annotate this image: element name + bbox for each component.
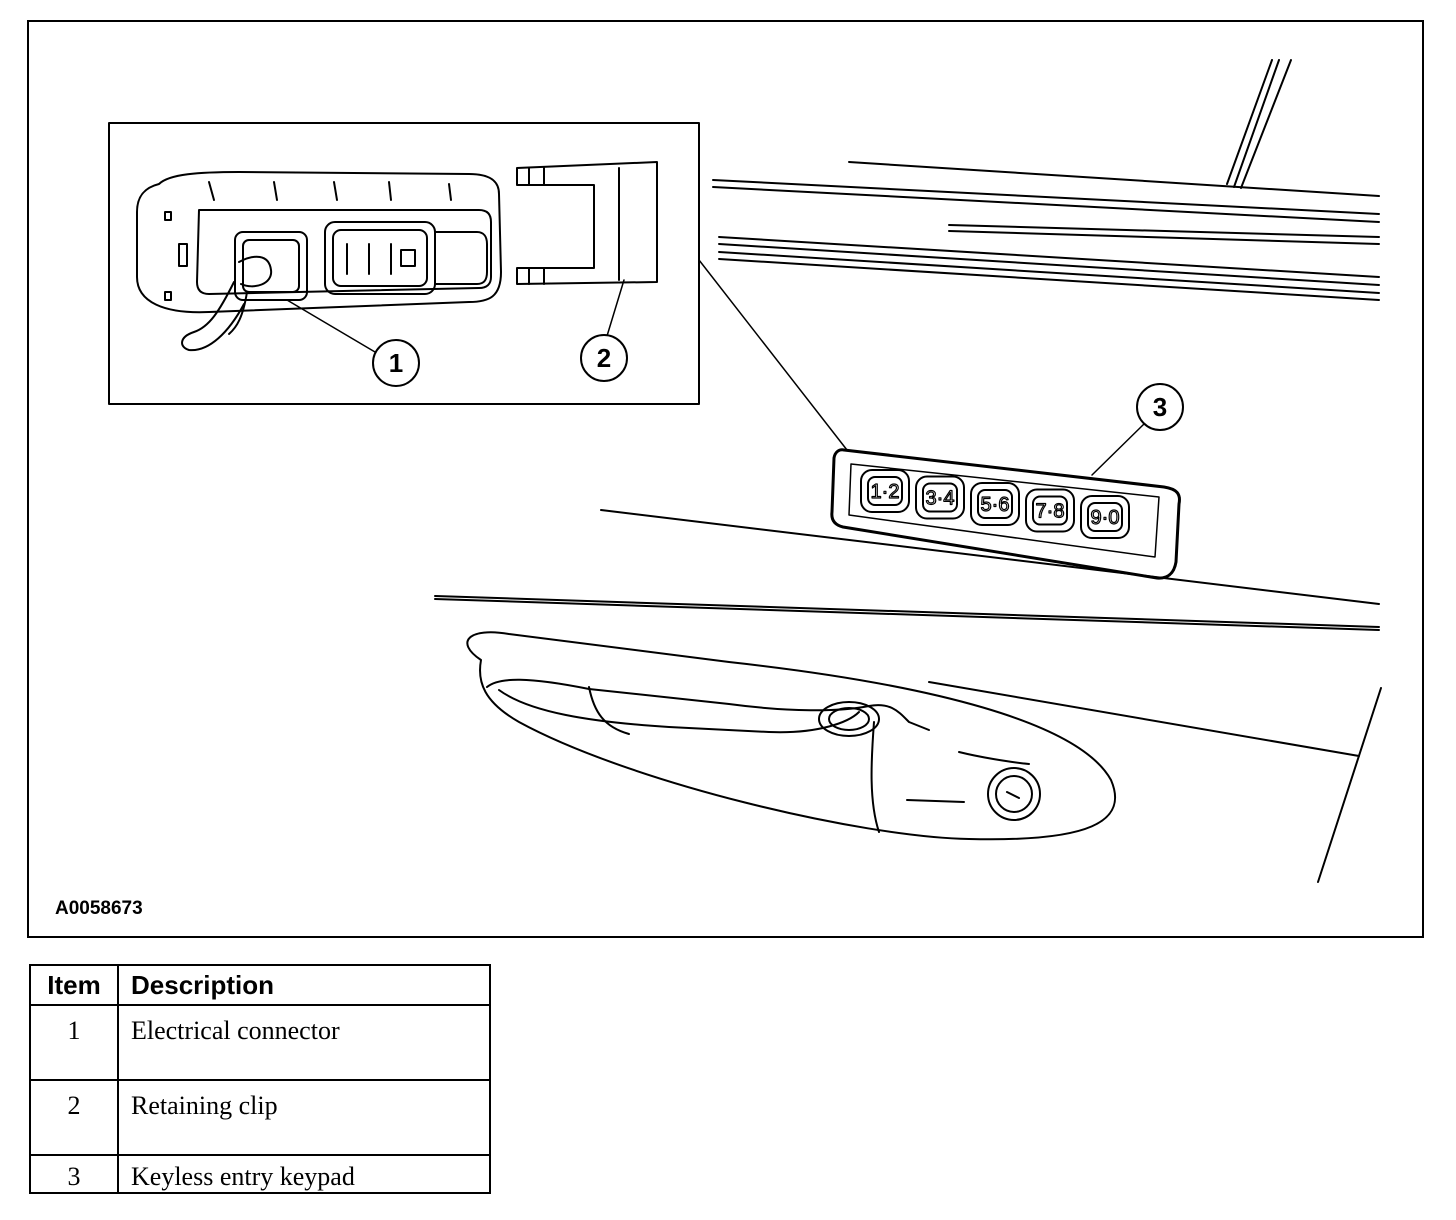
keypad-button: 9·0 xyxy=(1080,495,1130,539)
legend-row: 2 Retaining clip xyxy=(29,1079,491,1156)
callout-1: 1 xyxy=(286,299,420,387)
keyless-entry-keypad xyxy=(830,448,1181,580)
keypad-button-outline xyxy=(1025,488,1075,533)
keypad-button-label: 5·6 xyxy=(981,494,1010,516)
legend-table: Item Description 1 Electrical connector … xyxy=(29,964,491,1194)
keypad-button-label: 3·4 xyxy=(926,488,955,510)
keypad-button: 3·4 xyxy=(915,475,965,520)
keypad-button-outline xyxy=(1080,495,1130,539)
item-description: Retaining clip xyxy=(117,1079,491,1156)
keypad-button-label: 1·2 xyxy=(871,481,900,503)
legend-row: 3 Keyless entry keypad xyxy=(29,1154,491,1194)
svg-text:2: 2 xyxy=(597,343,611,373)
item-number: 2 xyxy=(29,1079,119,1156)
svg-text:1: 1 xyxy=(389,348,403,378)
keypad-button-face xyxy=(977,489,1013,519)
keypad-button-face xyxy=(1087,502,1123,532)
item-description: Keyless entry keypad xyxy=(117,1154,491,1194)
keypad-button-face xyxy=(1032,495,1068,526)
description-column-header: Description xyxy=(117,964,491,1006)
connector-housing xyxy=(136,171,502,314)
electrical-connector xyxy=(181,231,308,352)
detail-inset xyxy=(108,122,848,451)
door-handle xyxy=(466,631,1117,841)
legend-row: 1 Electrical connector xyxy=(29,1004,491,1081)
figure-frame: 1·2 3·4 5·6 7·8 9·0 xyxy=(27,20,1424,938)
legend-header-row: Item Description xyxy=(29,964,491,1006)
item-column-header: Item xyxy=(29,964,119,1006)
keypad-button: 1·2 xyxy=(860,469,910,513)
keypad-button: 7·8 xyxy=(1025,488,1075,533)
item-description: Electrical connector xyxy=(117,1004,491,1081)
figure-id: A0058673 xyxy=(55,898,143,919)
keypad-button-outline xyxy=(970,482,1020,526)
item-number: 3 xyxy=(29,1154,119,1194)
keypad-button: 5·6 xyxy=(970,482,1020,526)
item-number: 1 xyxy=(29,1004,119,1081)
keypad-buttons: 1·2 3·4 5·6 7·8 9·0 xyxy=(860,469,1130,539)
retaining-clip xyxy=(516,161,658,285)
keypad-button-face xyxy=(922,482,958,513)
keypad-button-outline xyxy=(915,475,965,520)
callout-2: 2 xyxy=(580,279,628,382)
mating-connector xyxy=(324,221,488,295)
keypad-button-label: 7·8 xyxy=(1036,501,1065,523)
illustration: 1·2 3·4 5·6 7·8 9·0 xyxy=(108,59,1382,883)
callout-3: 3 xyxy=(1091,383,1184,476)
door-body-lines xyxy=(434,59,1382,883)
keypad-button-outline xyxy=(860,469,910,513)
keypad-button-face xyxy=(867,476,903,506)
svg-text:3: 3 xyxy=(1153,392,1167,422)
keypad-button-label: 9·0 xyxy=(1091,507,1120,529)
